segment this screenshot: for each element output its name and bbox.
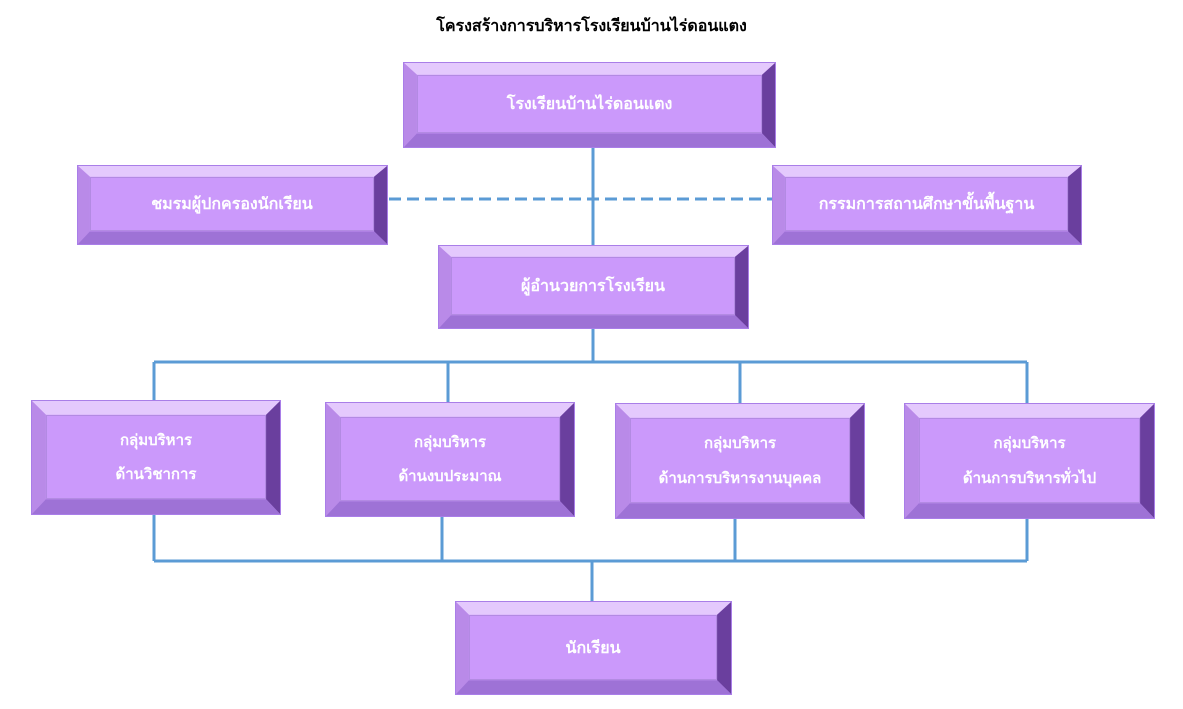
node-parents-club-label: ชมรมผู้ปกครองนักเรียน [151, 194, 313, 214]
node-group-personnel-line2: ด้านการบริหารงานบุคคล [658, 468, 822, 487]
node-group-academic-line2: ด้านวิชาการ [115, 465, 197, 483]
node-group-budget: กลุ่มบริหาร ด้านงบประมาณ [325, 402, 575, 517]
node-group-personnel: กลุ่มบริหาร ด้านการบริหารงานบุคคล [615, 403, 865, 519]
node-group-budget-line1: กลุ่มบริหาร [413, 432, 487, 451]
node-group-general: กลุ่มบริหาร ด้านการบริหารทั่วไป [904, 403, 1155, 519]
bevel-frame [78, 166, 387, 244]
bevel-frame [905, 404, 1154, 518]
bevel-frame [456, 602, 731, 694]
node-group-budget-line2: ด้านงบประมาณ [398, 467, 502, 485]
bevel-frame [32, 401, 280, 514]
node-director-label: ผู้อำนวยการโรงเรียน [521, 276, 665, 296]
bevel-frame [439, 246, 748, 328]
node-school: โรงเรียนบ้านไร่ดอนแตง [403, 62, 776, 148]
bevel-frame [616, 404, 864, 518]
node-board: กรรมการสถานศึกษาขั้นพื้นฐาน [772, 165, 1082, 245]
node-school-label: โรงเรียนบ้านไร่ดอนแตง [506, 94, 673, 114]
node-students: นักเรียน [455, 601, 732, 695]
node-group-academic-line1: กลุ่มบริหาร [119, 430, 193, 449]
node-group-academic: กลุ่มบริหาร ด้านวิชาการ [31, 400, 281, 515]
node-parents-club: ชมรมผู้ปกครองนักเรียน [77, 165, 388, 245]
node-students-label: นักเรียน [565, 637, 621, 657]
node-board-label: กรรมการสถานศึกษาขั้นพื้นฐาน [818, 194, 1035, 214]
bevel-frame [773, 166, 1081, 244]
node-group-general-line2: ด้านการบริหารทั่วไป [962, 468, 1097, 487]
bevel-frame [404, 63, 775, 147]
chart-title: โครงสร้างการบริหารโรงเรียนบ้านไร่ดอนแตง [436, 16, 747, 35]
node-group-personnel-line1: กลุ่มบริหาร [703, 434, 777, 452]
bevel-frame [326, 403, 574, 516]
node-director: ผู้อำนวยการโรงเรียน [438, 245, 749, 329]
node-group-general-line1: กลุ่มบริหาร [993, 434, 1066, 452]
